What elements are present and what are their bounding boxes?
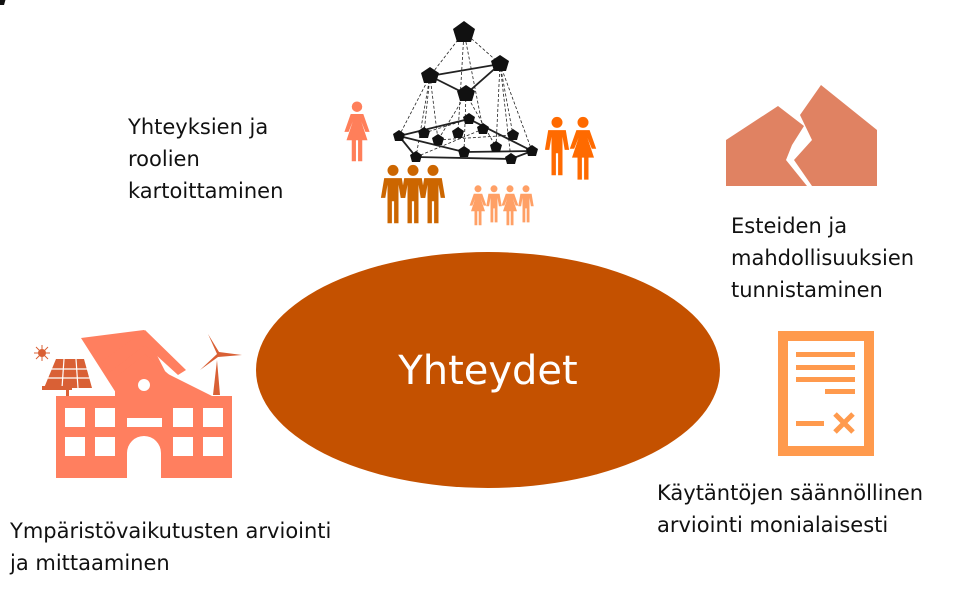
label-line: Ympäristövaikutusten arviointi <box>9 519 331 543</box>
couple-icon <box>544 116 597 180</box>
network-graph-icon <box>0 0 538 164</box>
center-label: Yhteydet <box>397 348 577 394</box>
children-icon <box>469 185 534 226</box>
label-line: roolien <box>128 147 200 171</box>
woman-icon <box>344 101 370 162</box>
topic-mapping-label: Yhteyksien ja roolien kartoittaminen <box>127 115 283 203</box>
topic-environment-label: Ympäristövaikutusten arviointi ja mittaa… <box>9 519 331 575</box>
center-ellipse <box>256 252 720 488</box>
topic-practices-label: Käytäntöjen säännöllinen arviointi monia… <box>657 481 923 537</box>
mountains-crack-icon <box>726 85 877 186</box>
topic-barriers-label: Esteiden ja mahdollisuuksien tunnistamin… <box>731 214 914 302</box>
building-solar-wind-icon <box>34 330 242 478</box>
label-line: arviointi monialaisesti <box>657 513 888 537</box>
label-line: tunnistaminen <box>731 278 883 302</box>
label-line: ja mittaaminen <box>9 551 170 575</box>
label-line: mahdollisuuksien <box>731 246 914 270</box>
label-line: Käytäntöjen säännöllinen <box>657 481 923 505</box>
label-line: kartoittaminen <box>128 179 283 203</box>
label-line: Yhteyksien ja <box>127 115 268 139</box>
group-men-icon <box>380 164 446 224</box>
label-line: Esteiden ja <box>731 214 847 238</box>
document-icon <box>778 331 874 456</box>
